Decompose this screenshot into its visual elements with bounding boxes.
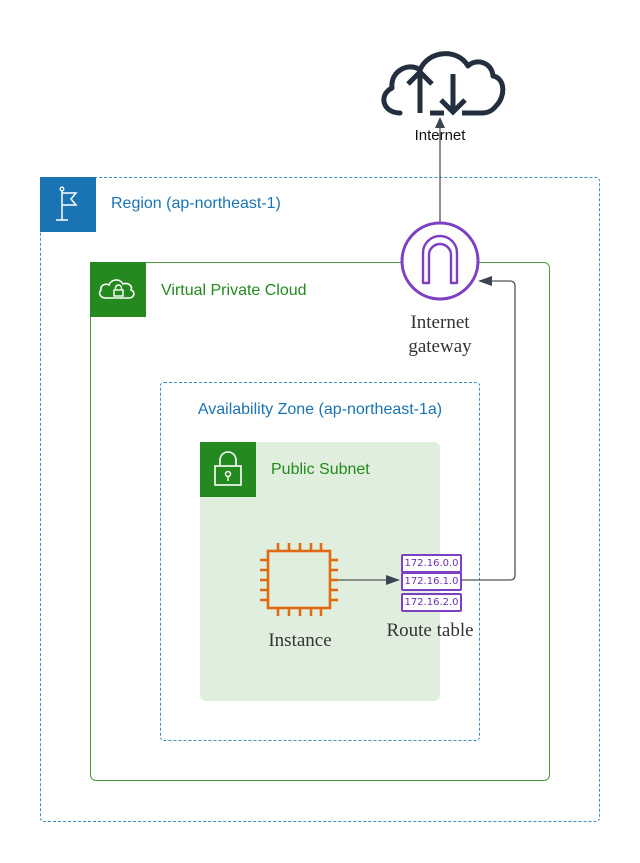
internet-label: Internet [414,127,466,144]
route-table-entry: 172.16.2.0 [401,593,462,612]
internet-gateway-label: Internet gateway [380,311,500,359]
subnet-padlock-icon [200,442,256,497]
internet-cloud-icon [381,51,506,116]
route-table-entry: 172.16.1.0 [401,572,462,591]
arrowhead-to-igw [478,276,492,286]
vpc-label: Virtual Private Cloud [161,282,307,299]
arrowhead-to-route-table [386,575,400,585]
ec2-instance-icon [260,543,338,616]
vpc-cloud-lock-icon [90,262,146,317]
region-boundary [40,177,600,822]
internet-gateway-label-line2: gateway [408,336,472,357]
public-subnet-label: Public Subnet [271,461,370,478]
availability-zone-label: Availability Zone (ap-northeast-1a) [197,401,443,418]
internet-gateway-label-line1: Internet [410,312,470,333]
route-table-entry: 172.16.0.0 [401,554,462,573]
internet-gateway-icon [400,221,480,301]
vpc-boundary [90,262,550,781]
instance-label: Instance [268,630,332,651]
arrowhead-to-internet [435,117,445,128]
route-table-label: Route table [386,620,474,641]
route-table-to-igw-connector [459,280,516,581]
availability-zone-boundary [160,382,480,741]
region-label: Region (ap-northeast-1) [111,195,281,212]
region-flag-icon [40,177,96,232]
